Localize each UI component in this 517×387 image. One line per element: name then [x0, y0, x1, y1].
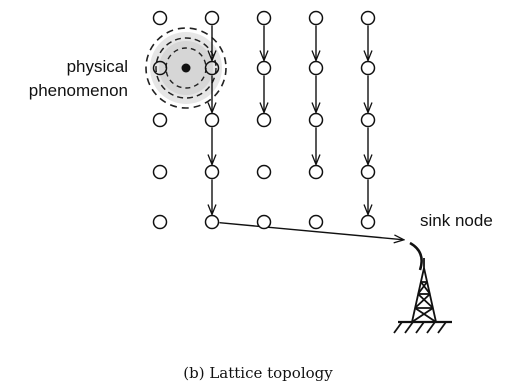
sensor-node — [308, 214, 324, 230]
routing-edges — [212, 25, 405, 240]
routing-arrow — [219, 222, 405, 240]
phenomenon-label-line2: phenomenon — [29, 81, 128, 100]
phenomenon-source-icon — [145, 27, 227, 109]
antenna-tower-icon — [393, 241, 452, 334]
sensor-node — [152, 112, 168, 128]
sensor-node — [204, 10, 220, 26]
sensor-node — [204, 214, 220, 230]
sensor-node — [256, 112, 272, 128]
figure-caption: (b) Lattice topology — [183, 364, 333, 382]
sensor-node — [256, 214, 272, 230]
phenomenon-label-line1: physical — [67, 57, 128, 76]
sensor-node — [204, 60, 220, 76]
sensor-node — [204, 164, 220, 180]
lattice-nodes — [152, 10, 376, 230]
sensor-node — [152, 10, 168, 26]
sensor-node — [308, 112, 324, 128]
sensor-node — [360, 164, 376, 180]
sensor-node — [152, 164, 168, 180]
sensor-node — [152, 214, 168, 230]
sensor-node — [308, 10, 324, 26]
sensor-node — [256, 10, 272, 26]
sensor-node — [308, 164, 324, 180]
sensor-node — [308, 60, 324, 76]
sensor-node — [204, 112, 220, 128]
sink-node-label: sink node — [420, 211, 493, 230]
sensor-node — [360, 10, 376, 26]
sensor-node — [360, 60, 376, 76]
sensor-node — [256, 60, 272, 76]
sensor-node — [256, 164, 272, 180]
sensor-node — [152, 60, 168, 76]
sensor-node — [360, 112, 376, 128]
sensor-node — [360, 214, 376, 230]
